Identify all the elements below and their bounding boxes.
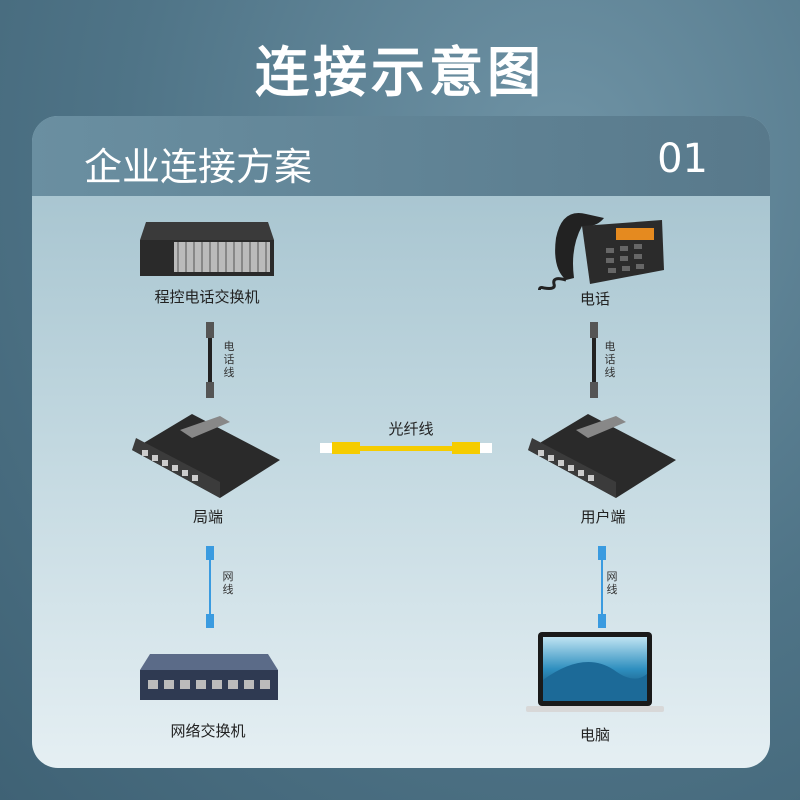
network-switch-icon xyxy=(140,654,278,700)
section-title: 企业连接方案 xyxy=(84,145,313,189)
label-char: 线 xyxy=(222,583,234,596)
label-char: 电 xyxy=(604,340,616,353)
network-cable-left-label: 网线 xyxy=(222,570,234,596)
user-end-label: 用户端 xyxy=(580,508,626,526)
local-end-label: 局端 xyxy=(192,508,223,526)
phone-cable-right-label: 电话线 xyxy=(604,340,616,379)
phone-cable-left-icon xyxy=(206,322,214,398)
network-cable-right-label: 网线 xyxy=(606,570,618,596)
network-cable-right-icon xyxy=(598,546,606,628)
user-end-device-icon xyxy=(528,414,676,498)
label-char: 线 xyxy=(223,366,235,379)
fiber-label: 光纤线 xyxy=(388,420,434,438)
switch-label: 网络交换机 xyxy=(170,722,246,740)
computer-label: 电脑 xyxy=(579,726,610,744)
phone-icon xyxy=(538,213,664,290)
section-number: 01 xyxy=(657,136,708,182)
label-char: 电 xyxy=(223,340,235,353)
network-cable-left-icon xyxy=(206,546,214,628)
label-char: 话 xyxy=(223,353,235,366)
section-header: 企业连接方案 01 xyxy=(32,116,770,196)
label-char: 话 xyxy=(604,353,616,366)
label-char: 网 xyxy=(222,570,234,583)
fiber-cable-icon xyxy=(320,442,492,454)
phone-cable-left-label: 电话线 xyxy=(223,340,235,379)
local-end-device-icon xyxy=(132,414,280,498)
phone-label: 电话 xyxy=(579,290,610,308)
pbx-label: 程控电话交换机 xyxy=(154,288,260,306)
label-char: 网 xyxy=(606,570,618,583)
page-title: 连接示意图 xyxy=(255,41,545,104)
laptop-icon xyxy=(526,632,664,712)
label-char: 线 xyxy=(606,583,618,596)
pbx-icon xyxy=(140,222,274,276)
label-char: 线 xyxy=(604,366,616,379)
phone-cable-right-icon xyxy=(590,322,598,398)
